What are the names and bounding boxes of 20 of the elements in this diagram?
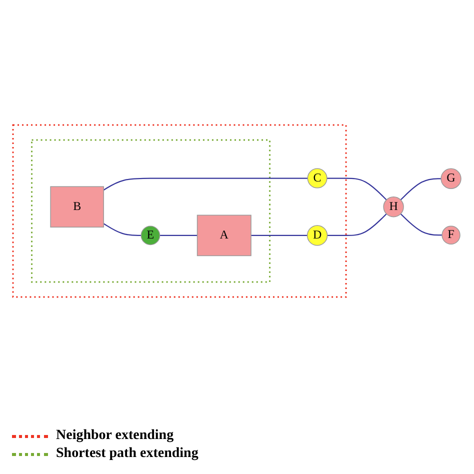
node-box: B <box>50 186 104 228</box>
node-circle: F <box>442 226 460 244</box>
connector <box>327 214 387 236</box>
node-box: A <box>196 214 252 256</box>
cluster <box>12 124 347 298</box>
node-circle: G <box>440 168 462 189</box>
node-circle: D <box>306 225 328 246</box>
connector <box>160 234 198 236</box>
connector <box>103 178 308 191</box>
node-circle: C <box>307 168 328 188</box>
connector <box>251 234 308 236</box>
connector <box>326 178 387 200</box>
connector <box>400 213 442 236</box>
legend-text: Shortest path extending <box>56 446 198 462</box>
node-circle: E <box>140 226 160 246</box>
node-circle: H <box>383 196 404 218</box>
cluster <box>31 139 271 283</box>
legend-text: Neighbor extending <box>56 428 174 444</box>
connector <box>400 178 442 200</box>
connector <box>103 223 142 236</box>
